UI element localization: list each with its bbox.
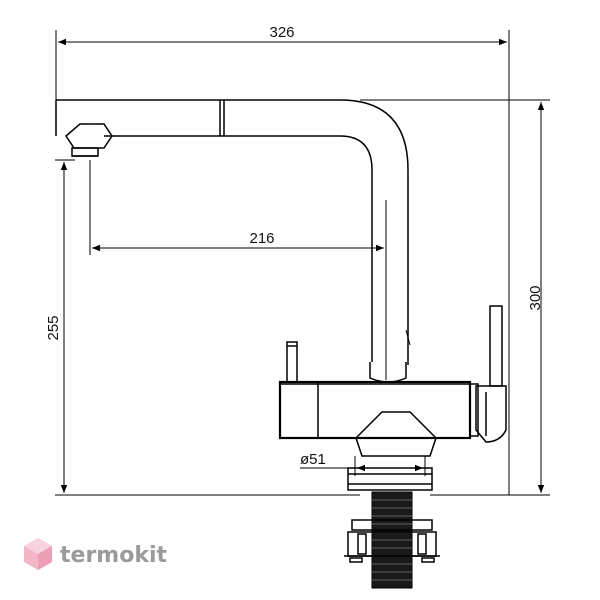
spout-height-label: 255 [45,315,62,340]
dimension-spout-height: 255 [45,159,360,496]
faucet-body [278,380,479,440]
dimension-overall-height: 300 [360,99,550,496]
termokit-logo: termokit [24,538,167,570]
mounting-base: ø51 [300,451,433,491]
brand-name: termokit [60,543,167,568]
spout-reach-label: 216 [249,230,274,247]
aerator-head [65,123,113,157]
body-base-neck [355,411,437,457]
dimension-overall-width: 326 [55,24,510,495]
base-diameter-label: ø51 [300,451,326,468]
threaded-shank [371,491,413,589]
overall-width-label: 326 [269,24,294,41]
faucet-spout [55,99,411,365]
cube-logo-icon [24,538,52,570]
riser-collar [369,362,407,383]
dimension-spout-reach: 216 [89,160,387,380]
filter-water-lever [286,341,298,383]
overall-height-label: 300 [527,285,544,310]
mixer-lever [475,305,507,443]
mounting-bracket [344,519,440,563]
